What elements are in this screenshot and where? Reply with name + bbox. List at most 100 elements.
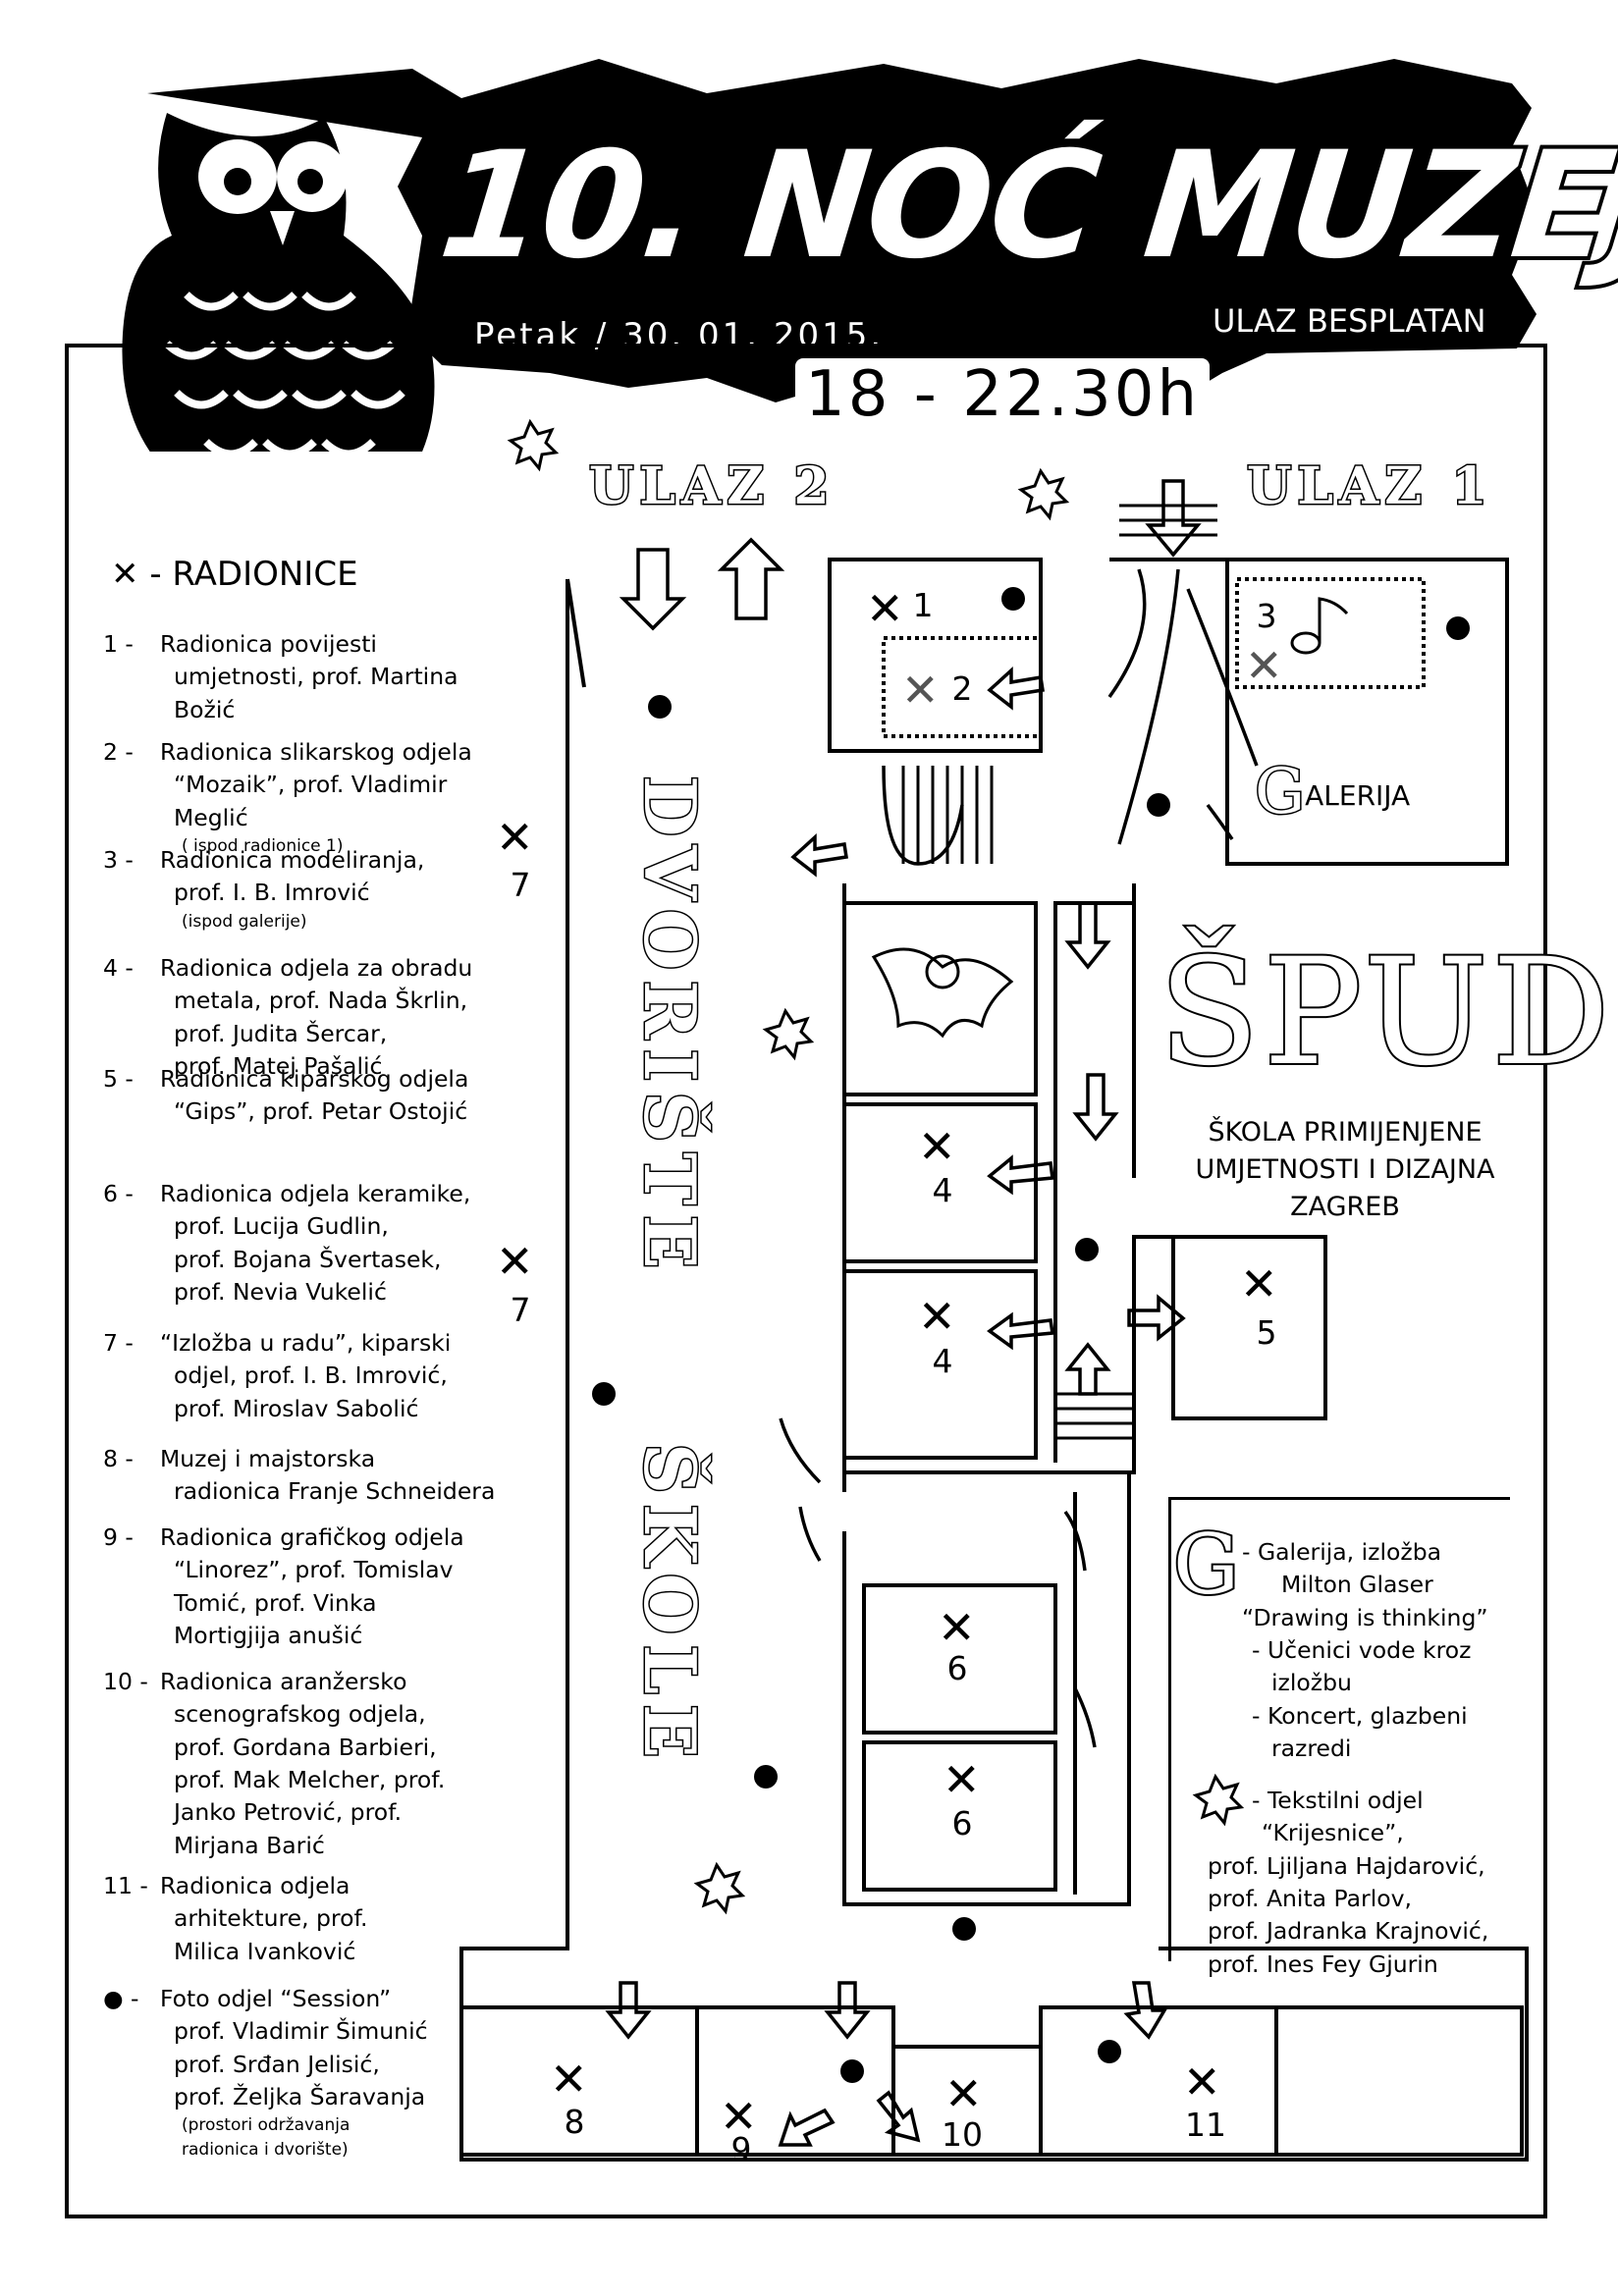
school-name-line: ZAGREB [1290,1191,1400,1222]
legend-line: prof. Ljiljana Hajdarović, [1208,1851,1485,1880]
legend-item-line: Radionica modeliranja, [160,846,425,874]
bat-drawing [871,947,1014,1039]
gallery-label: GALERIJA [1253,755,1411,830]
legend-item-line: prof. Lucija Gudlin, [174,1212,389,1241]
legend-item-number: 4 - [103,954,134,982]
photo-dots [592,587,1470,2083]
legend-line: prof. Anita Parlov, [1208,1885,1412,1913]
legend-item-line: prof. Srđan Jelisić, [174,2050,380,2078]
legend-item-line: Radionica slikarskog odjela [160,738,472,766]
legend-item: 1 - Radionica povijesti umjetnosti, prof. … [103,628,525,726]
room-4b-label: 4 [932,1342,953,1380]
room-8-label: 8 [564,2103,585,2141]
map-frame [65,344,1547,2218]
room-9-mark: ✕ [720,2090,758,2143]
legend-item-note: (prostori održavanja radionica i dvorišt… [182,2115,351,2160]
legend-item-number: ● - [103,1985,139,2012]
legend-item-line: radionica Franje Schneidera [174,1477,496,1506]
room-10-label: 10 [942,2115,983,2154]
legend-item-line: Milica Ivanković [174,1937,356,1965]
legend-line: - Galerija, izložba [1242,1538,1442,1566]
room-2-mark: ✕ [901,664,940,717]
room-3-label: 3 [1256,597,1277,635]
gallery-legend: - Galerija, izložba Milton Glaser “Drawi… [1242,1536,1488,1766]
legend-item-line: prof. Judita Šercar, [174,1019,388,1047]
legend-item-line: Muzej i majstorska [160,1445,376,1472]
header-banner [122,59,1537,452]
legend-item-line: “Mozaik”, prof. Vladimir [174,771,448,799]
room-7b-label: 7 [510,1291,531,1329]
school-name: ŠKOLA PRIMIJENJENE UMJETNOSTI I DIZAJNA … [1178,1114,1512,1225]
legend-line: prof. Jadranka Krajnović, [1208,1917,1489,1946]
legend-item-line: Foto odjel “Session” [160,1985,392,2012]
textile-legend: - Tekstilni odjel “Krijesnice”, prof. Lj… [1208,1785,1488,1981]
room-8-mark: ✕ [550,2053,588,2106]
legend-item: 2 -Radionica slikarskog odjela“Mozaik”, … [103,736,525,858]
room-7a-mark: ✕ [496,811,534,864]
legend-item-number: 6 - [103,1180,134,1207]
legend-item-line: Radionica odjela za obradu [160,954,473,982]
room-5-label: 5 [1256,1313,1277,1352]
entrance-2-label: ULAZ 2 [588,455,836,518]
room-9-label: 9 [730,2130,752,2168]
room-4a-label: 4 [932,1171,953,1209]
room-6a-label: 6 [946,1649,968,1687]
gallery-text: ALERIJA [1305,779,1411,812]
legend-item-line: Janko Petrović, prof. [174,1798,403,1827]
legend-item-line: “Gips”, prof. Petar Ostojić [174,1097,468,1126]
legend-item-line: Meglić [174,803,248,831]
right-legend-box [1168,1497,1510,1961]
room-7b-mark: ✕ [496,1235,534,1288]
legend-item-line: Radionica odjela keramike, [160,1180,471,1207]
legend-line: “Drawing is thinking” [1242,1603,1488,1631]
legend-item-line: umjetnosti, prof. Martina [174,663,458,691]
legend-item: 9 -Radionica grafičkog odjela“Linorez”, … [103,1522,525,1652]
room-3-mark: ✕ [1245,639,1283,692]
legend-item-line: Tomić, prof. Vinka [174,1588,377,1617]
legend-item-line: “Linorez”, prof. Tomislav [174,1556,454,1584]
legend-line: izložbu [1271,1669,1352,1697]
legend-item-line: odjel, prof. I. B. Imrović, [174,1362,448,1390]
legend-item-number: 8 - [103,1445,134,1472]
legend-item-line: prof. Matej Pašalić [174,1052,383,1081]
legend-line: prof. Ines Fey Gjurin [1208,1949,1438,1978]
event-time: 18 - 22.30h [795,358,1210,431]
event-date: Petak / 30. 01. 2015. [474,316,885,355]
legend-item: ● -Foto odjel “Session”prof. Vladimir Ši… [103,1983,525,2162]
legend-line: “Krijesnice”, [1262,1819,1404,1847]
legend-item-line: Radionica povijesti [160,630,377,658]
legend-item-line: prof. I. B. Imrović [174,879,370,907]
legend-line: - Učenici vode kroz [1252,1636,1472,1665]
legend-item-number: 5 - [103,1065,134,1093]
legend-item-line: arhitekture, prof. [174,1904,368,1933]
legend-item-line: prof. Mak Melcher, prof. [174,1766,446,1794]
legend-item-number: 1 - [103,630,134,658]
room-4a-mark: ✕ [918,1120,956,1173]
legend-item-number: 9 - [103,1523,134,1551]
legend-item-line: “Izložba u radu”, kiparski [160,1329,452,1357]
workshops-heading: ✕ - RADIONICE [111,555,358,594]
legend-item: 6 - Radionica odjela keramike, prof. Lucij… [103,1178,525,1308]
room-6b-mark: ✕ [943,1753,981,1806]
legend-item-line: prof. Miroslav Sabolić [174,1394,419,1422]
legend-item: 3 -Radionica modeliranja,prof. I. B. Imr… [103,844,525,934]
school-name-line: ŠKOLA PRIMIJENJENE [1208,1117,1483,1148]
gallery-legend-g: G [1171,1515,1241,1615]
legend-item-line: Mortigjija anušić [174,1622,363,1650]
courtyard-text-1: DVORIŠTE [627,774,714,1279]
room-7a-label: 7 [510,866,531,904]
room-11-label: 11 [1185,2106,1226,2144]
legend-item-line: Radionica odjela [160,1872,351,1899]
legend-item-number: 7 - [103,1329,134,1357]
gallery-g: G [1253,755,1306,830]
legend-line: - Tekstilni odjel [1252,1787,1424,1814]
room-1-label: 1 [912,586,934,624]
legend-item-number: 10 - [103,1668,148,1695]
legend-line: - Koncert, glazbeni [1252,1701,1468,1730]
cross-icon: ✕ [111,555,139,594]
entrance-1-label: ULAZ 1 [1246,455,1493,518]
